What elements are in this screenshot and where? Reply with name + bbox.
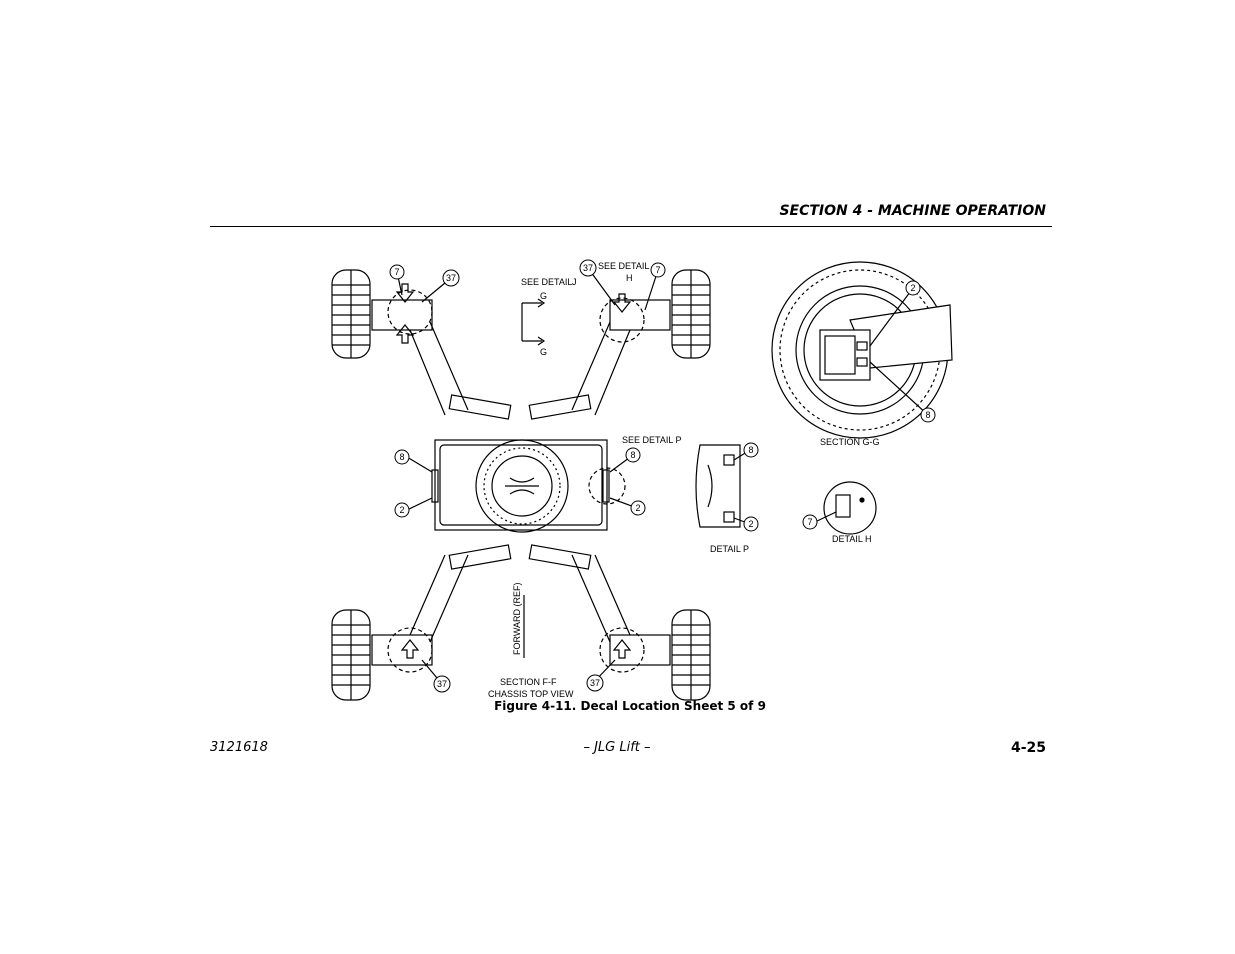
footer-brand: – JLG Lift – [583,740,651,755]
section-ff-label: SECTION F-F [500,677,557,687]
see-detail-j-label: SEE DETAIL [521,277,572,287]
callout-7: 7 [807,517,812,527]
see-detail-h-label: SEE DETAIL [598,261,649,271]
section-title: SECTION 4 - MACHINE OPERATION [779,203,1046,219]
callout-7: 7 [655,265,660,275]
see-detail-p-label: SEE DETAIL P [622,435,682,445]
page-number: 4-25 [1010,740,1046,756]
callout-2: 2 [910,283,915,293]
callout-8: 8 [630,450,635,460]
detail-h-label: DETAIL H [832,534,872,544]
callout-2: 2 [635,503,640,513]
callout-2: 2 [399,505,404,515]
callout-37: 37 [583,263,593,273]
chassis-top-view-label: CHASSIS TOP VIEW [488,689,574,699]
wheel-rear-right [671,609,711,701]
wheel-front-right [671,269,711,359]
callout-7: 7 [394,267,399,277]
section-g-bottom-label: G [540,347,547,357]
figure-caption: Figure 4-11. Decal Location Sheet 5 of 9 [494,699,766,713]
section-gg-label: SECTION G-G [820,437,880,447]
callout-37: 37 [590,678,600,688]
decal-location-figure: 7 37 37 7 8 2 8 2 37 37 2 8 8 2 7 SEE DE… [310,250,990,710]
doc-number: 3121618 [210,740,268,755]
header-rule [210,226,1052,227]
callout-8: 8 [399,452,404,462]
callout-37: 37 [446,273,456,283]
wheel-rear-left [331,609,371,701]
callout-37: 37 [437,679,447,689]
callout-2: 2 [748,519,753,529]
see-detail-j-letter: J [572,277,577,287]
chassis-drawing: 7 37 37 7 8 2 8 2 37 37 2 8 8 2 7 SEE DE… [331,259,953,701]
section-g-top-label: G [540,291,547,301]
callout-8: 8 [748,445,753,455]
wheel-front-left [331,269,371,359]
forward-ref-label: FORWARD (REF) [512,583,522,656]
callout-8: 8 [925,410,930,420]
detail-p-label: DETAIL P [710,544,749,554]
see-detail-h-letter: H [626,273,633,283]
